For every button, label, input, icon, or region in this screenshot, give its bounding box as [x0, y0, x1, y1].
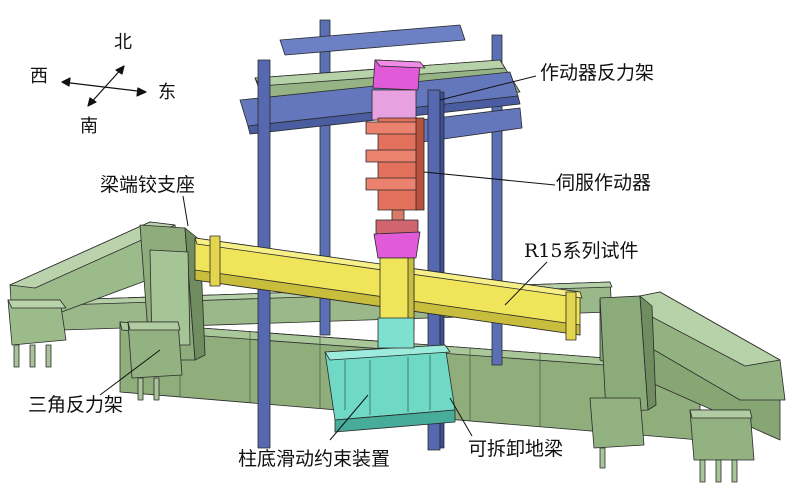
ground-beam-label: 可拆卸地梁 [468, 438, 564, 460]
actuator-frame-label: 作动器反力架 [540, 62, 655, 84]
compass-south-label: 南 [80, 116, 98, 137]
column-slide-restraint [324, 317, 456, 433]
right-triangle-frame [589, 291, 786, 461]
triangle-frame-label: 三角反力架 [28, 394, 124, 416]
r15-specimen [194, 235, 583, 341]
leader-lines [99, 75, 556, 441]
servo-actuator [365, 59, 426, 259]
compass-east-label: 东 [158, 82, 176, 103]
anchor-bolts [13, 344, 738, 483]
compass-west-label: 西 [30, 66, 48, 87]
compass-arrows [61, 65, 147, 107]
compass-north-label: 北 [114, 32, 132, 53]
column-slide-label: 柱底滑动约束装置 [238, 448, 391, 470]
left-triangle-frame [7, 221, 206, 379]
servo-actuator-label: 伺服作动器 [556, 172, 652, 194]
hinge-support-label: 梁端铰支座 [100, 174, 196, 196]
specimen-label: R15系列试件 [524, 240, 639, 262]
